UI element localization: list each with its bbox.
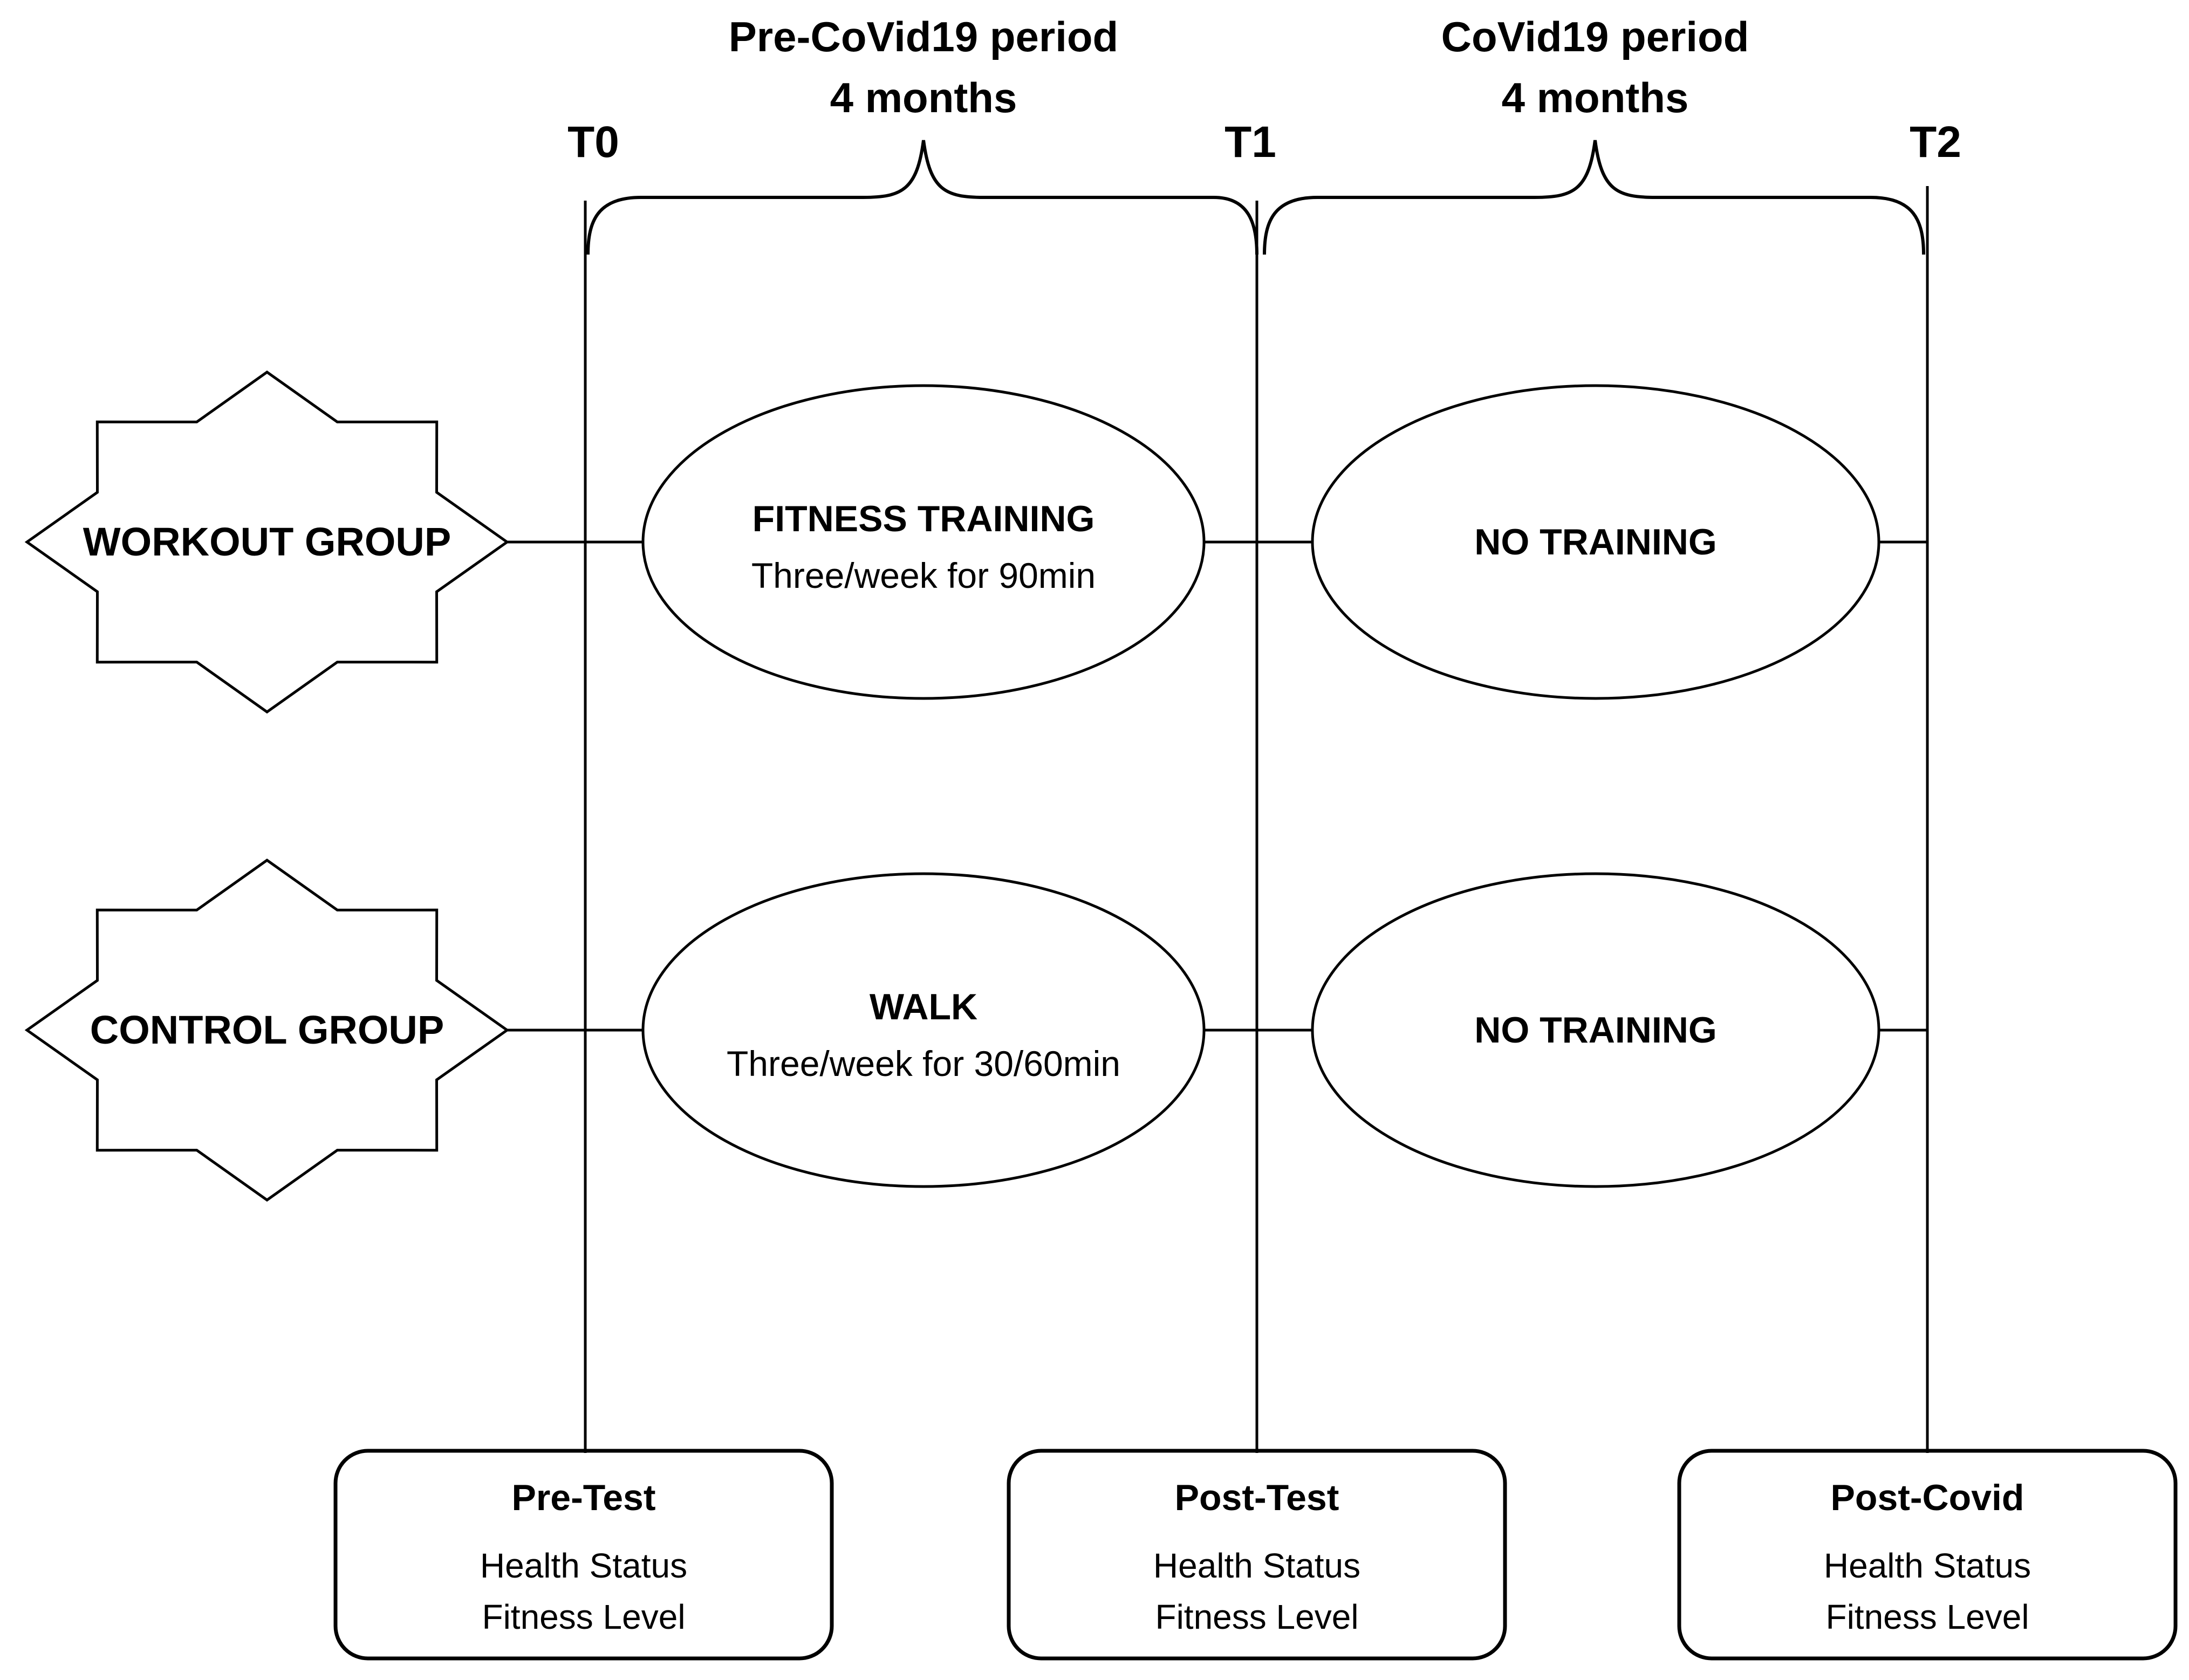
group-label-workout: WORKOUT GROUP: [83, 519, 451, 564]
assessment-pre-test-measure1: Health Status: [480, 1546, 687, 1585]
assessment-post-covid-measure2: Fitness Level: [1825, 1597, 2029, 1636]
group-label-control: CONTROL GROUP: [90, 1007, 444, 1052]
assessment-pre-test-title: Pre-Test: [511, 1477, 655, 1518]
ellipse-no-training-control: [1311, 872, 1880, 1188]
ellipse-walk-detail: Three/week for 30/60min: [727, 1044, 1120, 1084]
ellipse-no-training-workout: [1311, 384, 1880, 700]
timepoint-label-t0: T0: [567, 118, 619, 167]
ellipse-walk-title: WALK: [870, 986, 977, 1027]
group-star-control: [24, 858, 510, 1202]
ellipse-fitness-training-detail: Three/week for 90min: [751, 556, 1096, 595]
ellipse-no-training-control-title: NO TRAINING: [1474, 1010, 1717, 1051]
ellipse-fitness-training-title: FITNESS TRAINING: [753, 498, 1095, 539]
group-star-workout: [24, 370, 510, 714]
ellipse-fitness-training: [641, 384, 1206, 700]
assessment-box-post-covid: [1677, 1449, 2178, 1661]
assessment-post-test-measure1: Health Status: [1153, 1546, 1360, 1585]
timepoint-label-t2: T2: [1910, 118, 1961, 167]
assessment-pre-test-measure2: Fitness Level: [482, 1597, 685, 1636]
period-pre-covid-duration: 4 months: [830, 74, 1017, 121]
ellipse-walk: [641, 872, 1206, 1188]
period-covid-name: CoVid19 period: [1441, 13, 1749, 60]
brace-covid-period: [1263, 140, 1925, 255]
period-covid-duration: 4 months: [1502, 74, 1689, 121]
brace-pre-covid-period: [586, 140, 1258, 255]
assessment-post-test-title: Post-Test: [1175, 1477, 1339, 1518]
timepoint-label-t1: T1: [1225, 118, 1276, 167]
assessment-box-post-test: [1007, 1449, 1507, 1661]
ellipse-no-training-workout-title: NO TRAINING: [1474, 522, 1717, 563]
assessment-post-covid-measure1: Health Status: [1824, 1546, 2031, 1585]
period-pre-covid-name: Pre-CoVid19 period: [729, 13, 1118, 60]
assessment-post-test-measure2: Fitness Level: [1155, 1597, 1358, 1636]
assessment-box-pre-test: [333, 1449, 834, 1661]
assessment-post-covid-title: Post-Covid: [1831, 1477, 2024, 1518]
